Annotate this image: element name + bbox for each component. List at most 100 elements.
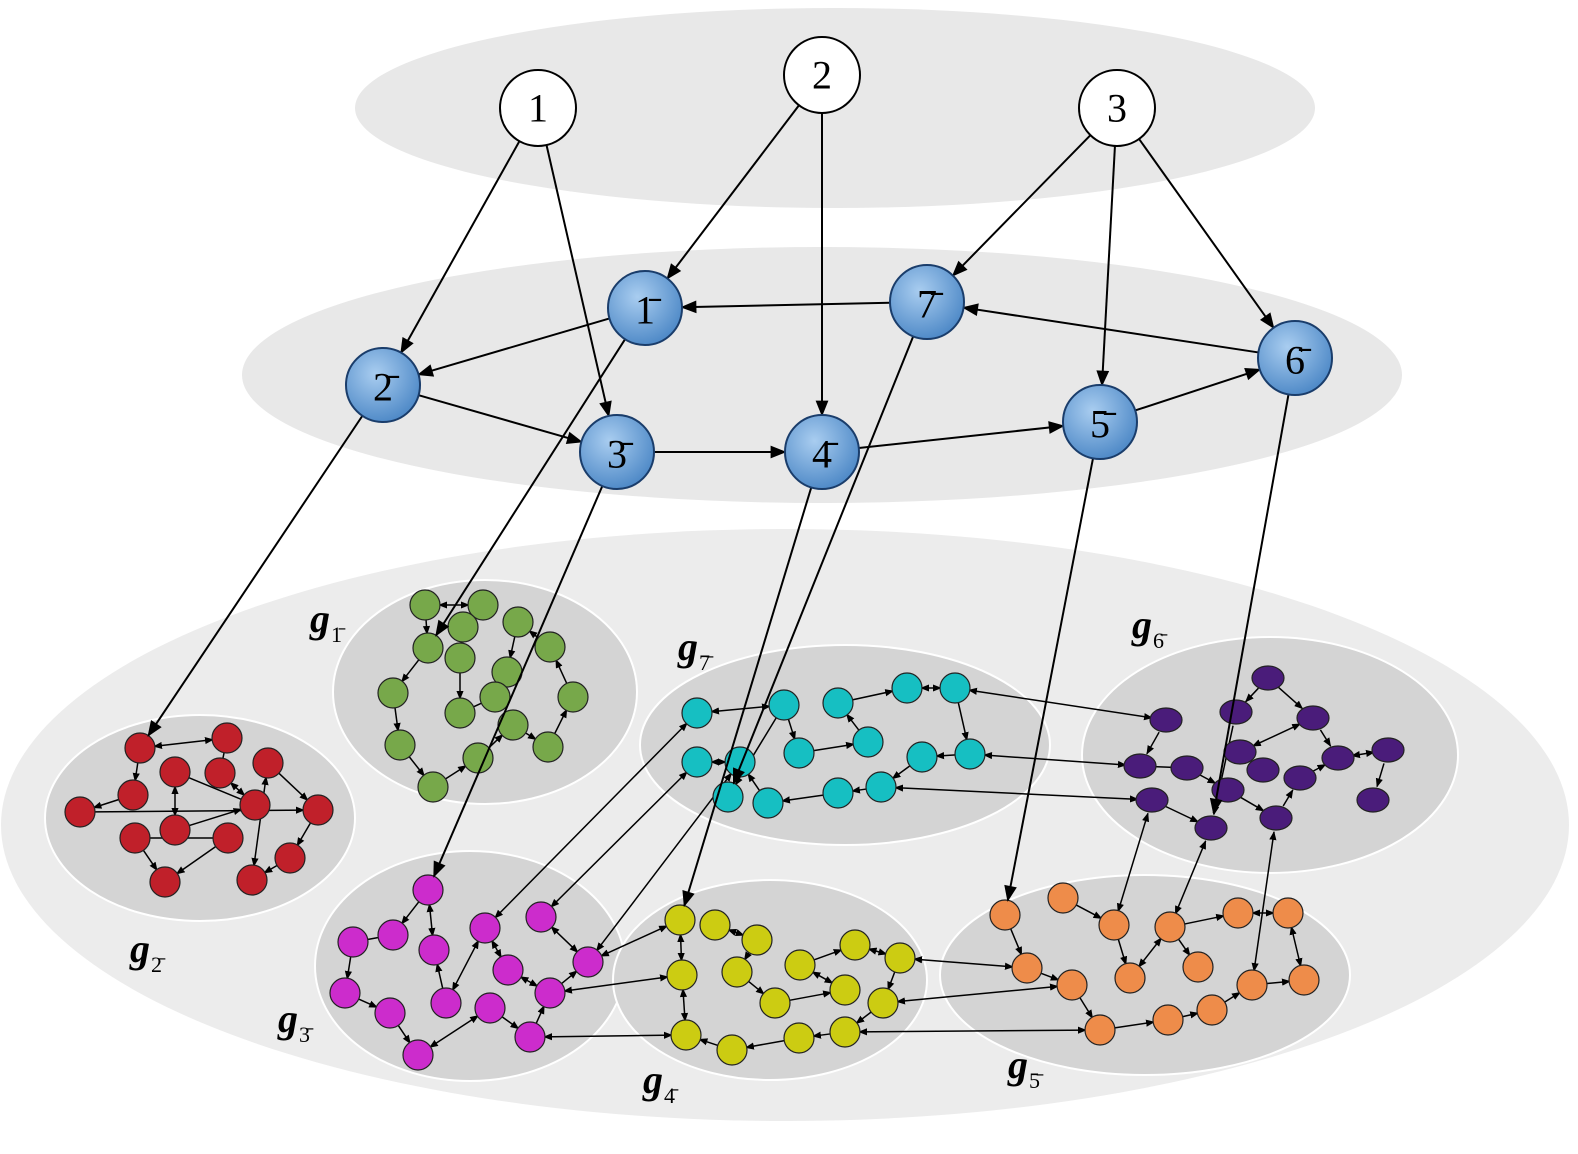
cluster-c2-edge [229,781,246,797]
top-node-circle [1078,69,1156,147]
cluster-c5-edge [1183,913,1226,925]
cluster-c4-edge [812,949,843,961]
cluster-c5-edge [1138,937,1162,968]
cluster-c2-edge [175,845,217,875]
edge-2-to-1bar [666,104,800,280]
cluster-c1-node [497,709,529,741]
edge-1-to-2bar [400,140,521,355]
cluster-c4-ellipse [612,879,928,1081]
cluster-c3-edge [451,939,480,992]
cluster-c3-edge [519,976,539,987]
cluster-c7-edge [935,752,957,760]
cluster-c7-node [822,777,854,809]
cluster-c4-node [884,942,916,974]
cluster-c4-node [759,987,791,1019]
edge-2bar-to-3bar [418,394,583,445]
cluster-c3-node [572,946,604,978]
cluster-c4-edge [811,971,834,984]
edge-6bar-to-7bar [961,303,1259,354]
inter-cluster-link [896,983,1059,1005]
edge-3-to-5bar [1096,145,1116,387]
cluster-c1-node [557,681,589,713]
cluster-c7-node [865,771,897,803]
cluster-c5-edge [1039,972,1060,981]
edge-5bar-to-6bar [1134,367,1262,412]
cluster-c1-edge [508,635,516,660]
cluster-c5-edge [1117,938,1128,966]
mid-node-m3: 3̄ [579,414,655,490]
cluster-c5-node [1182,951,1214,983]
link-3bar-to-cluster [433,485,604,878]
cluster-c2-node [119,822,151,854]
cluster-c2-node [64,796,96,828]
cluster-c2-node [252,747,284,779]
cluster-c4-node [699,909,731,941]
cluster-c5-node [1098,909,1130,941]
cluster-c7-edge [850,786,868,794]
cluster-c6-edge [1350,749,1376,759]
cluster-internal-edges [92,601,1385,1050]
cluster-c6-node [1321,745,1355,771]
cluster-c3-node [412,874,444,906]
cluster-c3-edge [535,1004,545,1025]
cluster-c5-edge [1289,925,1303,968]
cluster-c1-edge [422,618,431,635]
cluster-c5-edge [1075,903,1103,920]
cluster-c6-node [1194,815,1228,841]
cluster-c3-edge [428,1015,480,1048]
cluster-c5-edge [1078,996,1094,1019]
cluster-c6-node [1283,765,1317,791]
edge-1-to-3bar [545,144,612,418]
cluster-c6-node [1246,757,1280,783]
cluster-c5-node [1154,911,1186,943]
inter-cluster-link [967,687,1154,721]
cluster-c4-node [829,1016,861,1048]
inter-cluster-link [1116,812,1150,913]
cluster-c4-edge [887,970,896,991]
cluster-c5-node [1084,1014,1116,1046]
cluster-c3-edge [397,1024,411,1045]
mid-node-circle [607,270,683,346]
edge-3-to-6bar [1138,138,1275,330]
cluster-c6-node [1219,699,1253,725]
cluster-c4-node [721,956,753,988]
inter-cluster-link [562,974,670,994]
cluster-c4-node [666,959,698,991]
cluster-labels: g1̄g2̄g3̄g4̄g5̄g6̄g7̄ [129,596,1168,1108]
mid-node-circle [784,414,860,490]
cluster-c4-edge [747,980,765,995]
cluster-c6-node [1211,777,1245,803]
cluster-c5-edge [1181,1011,1200,1019]
cluster-c5-node [1196,994,1228,1026]
cluster-c7-node [891,672,923,704]
cluster-c3-edge [500,1015,520,1030]
cluster-c2-edge [92,798,120,809]
cluster-c1-edge [393,706,401,733]
mid-node-circle [1062,384,1138,460]
cluster-c5-node [989,899,1021,931]
cluster-c6-node [1123,753,1157,779]
edge-7bar-to-1bar [680,300,891,314]
inter-cluster-link [1174,840,1207,915]
mid-node-m2: 2̄ [345,347,421,423]
cluster-c4-edge [698,1038,719,1047]
cluster-c3-node [418,934,450,966]
top-node-3: 3 [1078,69,1156,147]
top-node-label: 1 [528,86,548,131]
cluster-c1-node [409,589,441,621]
cluster-c3-edge [366,936,380,941]
hierarchy-edges [147,104,1290,908]
cluster-c5-edge [1113,1019,1156,1029]
cluster-c4-node [784,949,816,981]
mid-node-circle [889,264,965,340]
cluster-c1-edge [444,764,467,781]
cluster-c5-node [1288,964,1320,996]
cluster-c6-edge [1239,796,1265,812]
cluster-c1-node [502,606,534,638]
cluster-c6-node [1371,737,1405,763]
cluster-c6-node [1356,787,1390,813]
cluster-c6-edge [1277,686,1304,710]
cluster-c6-node [1296,705,1330,731]
